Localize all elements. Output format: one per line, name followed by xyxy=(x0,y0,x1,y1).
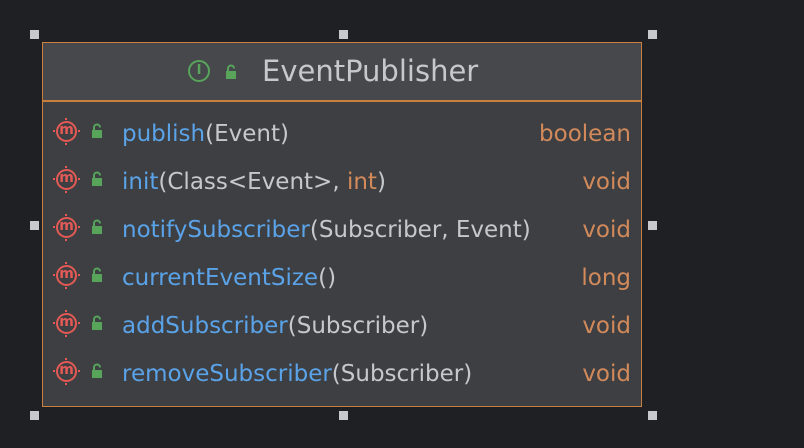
method-params: Subscriber xyxy=(340,361,464,387)
method-icon: m xyxy=(53,166,80,193)
method-name: notifySubscriber xyxy=(122,217,310,243)
return-type: void xyxy=(582,169,631,195)
method-params: Event xyxy=(214,121,280,147)
return-type: void xyxy=(582,313,631,339)
method-paren-open: ( xyxy=(309,217,319,243)
method-paren-open: ( xyxy=(205,121,215,147)
resize-handle-bottom-right[interactable] xyxy=(648,411,657,420)
method-paren-close: ) xyxy=(419,313,429,339)
method-name: init xyxy=(122,169,159,195)
public-lock-icon xyxy=(92,219,102,234)
method-icon: m xyxy=(53,262,80,289)
method-icon: m xyxy=(53,358,80,385)
method-paren-close: ) xyxy=(327,265,337,291)
public-lock-icon xyxy=(92,123,102,138)
return-type: boolean xyxy=(539,121,631,147)
method-signature: notifySubscriber(Subscriber, Event) xyxy=(122,216,531,244)
method-params: Subscriber xyxy=(296,313,420,339)
return-type: void xyxy=(582,361,631,387)
method-signature: addSubscriber(Subscriber) xyxy=(122,312,428,340)
public-lock-icon xyxy=(226,64,236,79)
resize-handle-top-left[interactable] xyxy=(30,30,39,39)
class-header[interactable]: I EventPublisher xyxy=(43,43,641,102)
method-row[interactable]: m notifySubscriber(Subscriber, Event) void xyxy=(43,206,641,254)
resize-handle-top[interactable] xyxy=(339,30,348,39)
method-signature: init(Class<Event>, int) xyxy=(122,168,386,196)
method-paren-close: ) xyxy=(521,217,531,243)
method-row[interactable]: m init(Class<Event>, int) void xyxy=(43,158,641,206)
method-paren-close: ) xyxy=(376,169,386,195)
interface-icon: I xyxy=(188,60,210,82)
method-icon: m xyxy=(53,310,80,337)
public-lock-icon xyxy=(92,315,102,330)
method-signature: currentEventSize() xyxy=(122,264,336,292)
resize-handle-bottom-left[interactable] xyxy=(30,411,39,420)
method-icon: m xyxy=(53,118,80,145)
method-params: Class<Event>, xyxy=(167,169,347,195)
method-paren-open: ( xyxy=(331,361,341,387)
method-paren-open: ( xyxy=(287,313,297,339)
return-type: void xyxy=(582,217,631,243)
public-lock-icon xyxy=(92,267,102,282)
method-paren-close: ) xyxy=(463,361,473,387)
return-type: long xyxy=(581,265,631,291)
public-lock-icon xyxy=(92,171,102,186)
public-lock-icon xyxy=(92,363,102,378)
method-signature: publish(Event) xyxy=(122,120,289,148)
method-paren-open: ( xyxy=(158,169,168,195)
method-name: publish xyxy=(122,121,206,147)
method-signature: removeSubscriber(Subscriber) xyxy=(122,360,472,388)
method-name: currentEventSize xyxy=(122,265,319,291)
resize-handle-right[interactable] xyxy=(648,221,657,230)
method-name: removeSubscriber xyxy=(122,361,332,387)
method-params: Subscriber, Event xyxy=(318,217,522,243)
method-row[interactable]: m removeSubscriber(Subscriber) void xyxy=(43,350,641,398)
method-row[interactable]: m currentEventSize() long xyxy=(43,254,641,302)
method-name: addSubscriber xyxy=(122,313,288,339)
method-paren-open: ( xyxy=(318,265,328,291)
method-row[interactable]: m publish(Event) boolean xyxy=(43,110,641,158)
class-name: EventPublisher xyxy=(262,54,479,88)
method-row[interactable]: m addSubscriber(Subscriber) void xyxy=(43,302,641,350)
method-icon: m xyxy=(53,214,80,241)
method-primitive-param: int xyxy=(346,169,377,195)
method-paren-close: ) xyxy=(280,121,289,147)
resize-handle-bottom[interactable] xyxy=(339,411,348,420)
resize-handle-left[interactable] xyxy=(30,221,39,230)
resize-handle-top-right[interactable] xyxy=(648,30,657,39)
